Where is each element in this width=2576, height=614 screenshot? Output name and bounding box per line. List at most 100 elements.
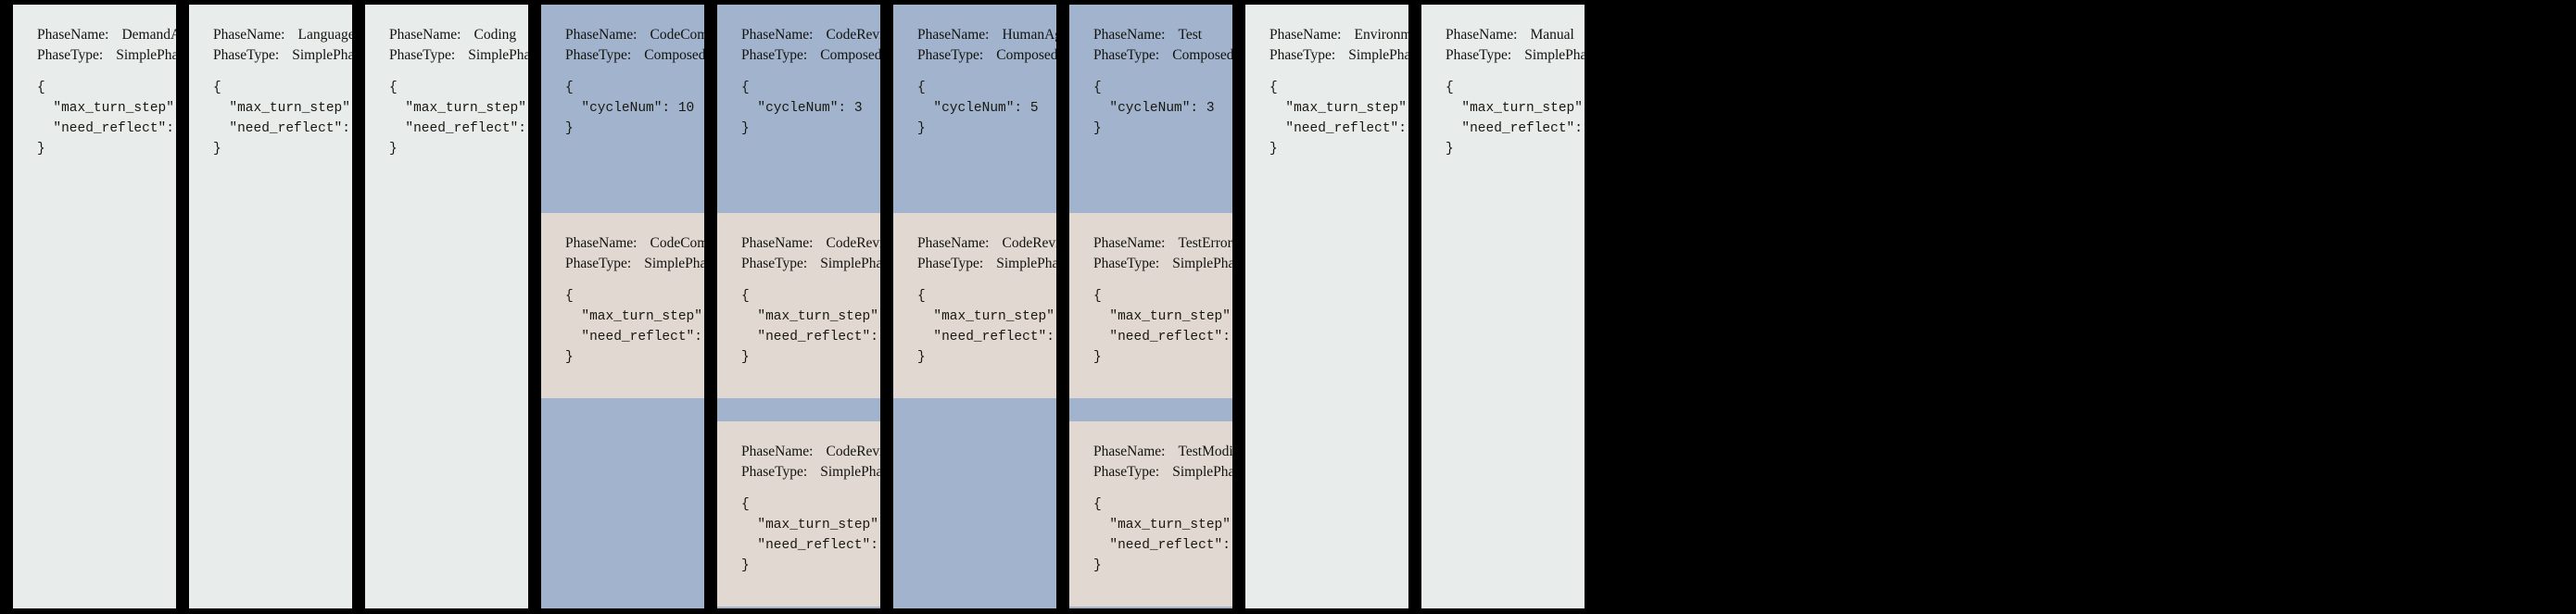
phase-codereview-phase-name-label: PhaseName:: [741, 27, 814, 43]
phase-manual-phase-type-row: PhaseType: SimplePhase: [1446, 45, 1585, 66]
phase-environmentdoc-phase-type-row: PhaseType: SimplePhase: [1269, 45, 1408, 66]
sub-phase-gap: [541, 190, 704, 213]
phase-codecompleteall[interactable]: PhaseName:CodeCompleteAllPhaseType:Compo…: [541, 5, 704, 190]
sub-phase-codereviewhuman-phase-type-label: PhaseType:: [917, 256, 984, 271]
phase-environmentdoc-phase-type-label: PhaseType:: [1269, 47, 1336, 63]
phase-column-environmentdoc[interactable]: PhaseName: EnvironmentDocPhaseType: Simple…: [1245, 5, 1408, 608]
phase-coding-phase-name-value: Coding: [474, 27, 517, 43]
phase-test-phase-name-label: PhaseName:: [1093, 27, 1166, 43]
phase-manual-phase-name-label: PhaseName:: [1446, 27, 1518, 43]
sub-phase-codereviewcomment-phase-type-value: SimplePhase: [820, 256, 880, 271]
phase-column-demandanalysis[interactable]: PhaseName:DemandAnalysisPhaseType:Simple…: [13, 5, 176, 608]
phase-test-phase-type-label: PhaseType:: [1093, 47, 1160, 63]
sub-phase-gap: [893, 190, 1056, 213]
sub-phase-testmodification-config-json: { "max_turn_step": 1, "need_reflect": "F…: [1093, 497, 1232, 574]
phase-column-codereview[interactable]: PhaseName:CodeReviewPhaseType:ComposedPh…: [717, 5, 880, 608]
phase-test-phase-type-row: PhaseType:ComposedPhase: [1093, 45, 1232, 66]
column-separator: [704, 0, 717, 614]
sub-phase-testmodification-phase-name-row: PhaseName:TestModification: [1093, 442, 1232, 462]
composed-phase-fill: [893, 398, 1056, 608]
column-separator: [0, 0, 13, 614]
phase-languagechoose[interactable]: PhaseName:LanguageChoosePhaseType:Simple…: [189, 5, 352, 608]
phase-environmentdoc-phase-name-row: PhaseName: EnvironmentDoc: [1269, 25, 1408, 45]
sub-phase-gap: [717, 398, 880, 421]
phase-codereview[interactable]: PhaseName:CodeReviewPhaseType:ComposedPh…: [717, 5, 880, 190]
phase-column-languagechoose[interactable]: PhaseName:LanguageChoosePhaseType:Simple…: [189, 5, 352, 608]
sub-phase-codecomplete-config-json: { "max_turn_step": 1, "need_reflect": "F…: [565, 289, 704, 366]
phase-demandanalysis-phase-type-value: SimplePhase: [116, 47, 176, 63]
column-separator: [1232, 0, 1245, 614]
sub-phase-codereviewmodification[interactable]: PhaseName: CodeReviewModificationPhaseTyp…: [717, 421, 880, 607]
phase-manual-phase-type-value: SimplePhase: [1524, 47, 1585, 63]
phase-humanagentinteraction-phase-name-value: HumanAgentInteraction: [1002, 27, 1056, 43]
sub-phase-testerrorsummary[interactable]: PhaseName:TestErrorSummaryPhaseType:Simp…: [1069, 213, 1232, 398]
phase-column-codecompleteall[interactable]: PhaseName:CodeCompleteAllPhaseType:Compo…: [541, 5, 704, 608]
sub-phase-codereviewhuman-phase-name-value: CodeReviewHuman: [1002, 235, 1056, 251]
phase-demandanalysis[interactable]: PhaseName:DemandAnalysisPhaseType:Simple…: [13, 5, 176, 608]
phase-coding-phase-name-label: PhaseName:: [389, 27, 461, 43]
phase-codereview-phase-name-value: CodeReview: [826, 27, 880, 43]
phase-environmentdoc-phase-type-value: SimplePhase: [1348, 47, 1408, 63]
sub-phase-testerrorsummary-meta: PhaseName:TestErrorSummaryPhaseType:Simp…: [1093, 233, 1232, 274]
column-separator: [1585, 0, 1597, 614]
column-separator: [1056, 0, 1069, 614]
sub-phase-codereviewhuman-config-json: { "max_turn_step": 1, "need_reflect": "F…: [917, 289, 1056, 366]
phase-coding-config-json: { "max_turn_step": 1, "need_reflect": "F…: [389, 81, 528, 157]
phase-codecompleteall-phase-name-row: PhaseName:CodeCompleteAll: [565, 25, 704, 45]
phase-test-phase-name-row: PhaseName:Test: [1093, 25, 1232, 45]
phase-humanagentinteraction[interactable]: PhaseName:HumanAgentInteractionPhaseType…: [893, 5, 1056, 190]
phase-environmentdoc-phase-name-value: EnvironmentDoc: [1354, 27, 1408, 43]
phase-column-humanagentinteraction[interactable]: PhaseName: HumanAgentInteractionPhaseType…: [893, 5, 1056, 608]
sub-phase-codereviewcomment-phase-name-label: PhaseName:: [741, 235, 814, 251]
phase-codecompleteall-phase-type-label: PhaseType:: [565, 47, 632, 63]
phase-manual-phase-type-label: PhaseType:: [1446, 47, 1512, 63]
phase-codecompleteall-phase-name-value: CodeCompleteAll: [650, 27, 704, 43]
sub-phase-testerrorsummary-phase-name-row: PhaseName:TestErrorSummary: [1093, 233, 1232, 254]
sub-phase-codereviewhuman-phase-type-row: PhaseType: SimplePhase: [917, 254, 1056, 274]
sub-phase-testmodification-phase-type-label: PhaseType:: [1093, 464, 1160, 480]
sub-phase-codecomplete-phase-type-label: PhaseType:: [565, 256, 632, 271]
phase-coding-phase-type-row: PhaseType:SimplePhase: [389, 45, 528, 66]
sub-phase-codereviewmodification-phase-name-label: PhaseName:: [741, 444, 814, 459]
phase-languagechoose-phase-type-label: PhaseType:: [213, 47, 280, 63]
sub-phase-testerrorsummary-config-json: { "max_turn_step": 1, "need_reflect": "F…: [1093, 289, 1232, 366]
phase-demandanalysis-phase-name-value: DemandAnalysis: [121, 27, 176, 43]
sub-phase-codereviewcomment-config-json: { "max_turn_step": 1, "need_reflect": "F…: [741, 289, 880, 366]
phase-environmentdoc-phase-name-label: PhaseName:: [1269, 27, 1342, 43]
sub-phase-testerrorsummary-phase-type-row: PhaseType:SimplePhase: [1093, 254, 1232, 274]
sub-phase-codecomplete[interactable]: PhaseName:CodeCompletePhaseType: SimplePh…: [541, 213, 704, 398]
phase-manual-config-json: { "max_turn_step": 1, "need_reflect": "F…: [1446, 81, 1585, 157]
sub-phase-codecomplete-phase-type-value: SimplePhase: [644, 256, 704, 271]
phase-codereview-meta: PhaseName:CodeReviewPhaseType:ComposedPh…: [741, 25, 880, 66]
phase-codereview-phase-name-row: PhaseName: CodeReview: [741, 25, 880, 45]
sub-phase-codereviewmodification-phase-name-value: CodeReviewModification: [826, 444, 880, 459]
sub-phase-codereviewhuman[interactable]: PhaseName:CodeReviewHumanPhaseType:Simpl…: [893, 213, 1056, 398]
sub-phase-codecomplete-phase-name-row: PhaseName:CodeComplete: [565, 233, 704, 254]
sub-phase-codereviewcomment[interactable]: PhaseName:CodeReviewCommentPhaseType:Sim…: [717, 213, 880, 398]
sub-phase-testmodification[interactable]: PhaseName:TestModificationPhaseType:Simp…: [1069, 421, 1232, 607]
sub-phase-codereviewmodification-phase-type-label: PhaseType:: [741, 464, 808, 480]
sub-phase-codereviewmodification-phase-type-row: PhaseType:SimplePhase: [741, 462, 880, 482]
phase-demandanalysis-meta: PhaseName:DemandAnalysisPhaseType:Simple…: [37, 25, 176, 66]
sub-phase-codecomplete-phase-name-label: PhaseName:: [565, 235, 638, 251]
phase-humanagentinteraction-phase-name-row: PhaseName: HumanAgentInteraction: [917, 25, 1056, 45]
sub-phase-codereviewhuman-phase-type-value: SimplePhase: [996, 256, 1056, 271]
sub-phase-gap: [1069, 398, 1232, 421]
sub-phase-testmodification-phase-type-row: PhaseType:SimplePhase: [1093, 462, 1232, 482]
sub-phase-gap: [1069, 190, 1232, 213]
phase-manual-phase-name-row: PhaseName:Manual: [1446, 25, 1585, 45]
phase-codecompleteall-meta: PhaseName:CodeCompleteAllPhaseType:Compo…: [565, 25, 704, 66]
phase-humanagentinteraction-phase-name-label: PhaseName:: [917, 27, 990, 43]
phase-environmentdoc[interactable]: PhaseName: EnvironmentDocPhaseType: Simple…: [1245, 5, 1408, 608]
phase-languagechoose-phase-name-row: PhaseName:LanguageChoose: [213, 25, 352, 45]
phase-demandanalysis-config-json: { "max_turn_step": -1, "need_reflect": "…: [37, 81, 176, 157]
